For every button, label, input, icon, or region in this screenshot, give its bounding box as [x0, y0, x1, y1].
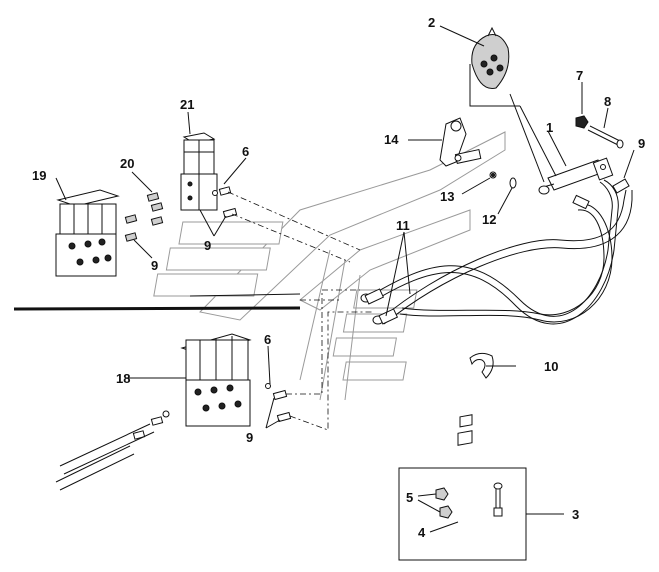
fittings-lower [132, 383, 292, 440]
pointer-lines-2 [469, 64, 557, 183]
grease-bag-2 [471, 26, 510, 89]
callout-18: 18 [116, 371, 130, 386]
callout-9-left: 9 [151, 258, 158, 273]
dashed-routing-lines [227, 191, 372, 431]
clip-10 [469, 352, 494, 379]
callout-labels: 1 2 3 4 5 6 6 7 8 9 9 9 9 10 11 12 13 14… [32, 15, 645, 540]
steel-tube [13, 293, 301, 311]
hydraulic-cylinder-1 [538, 157, 614, 195]
washers-12-13 [489, 171, 517, 189]
callout-9-lower: 9 [246, 430, 253, 445]
hoses-11 [360, 178, 633, 325]
pin-8 [587, 125, 624, 149]
pipes-lower-left [55, 423, 155, 491]
callout-5: 5 [406, 490, 413, 505]
valve-block-18 [180, 333, 252, 427]
callout-2: 2 [428, 15, 435, 30]
solenoid-valve-21 [180, 132, 218, 211]
callout-7: 7 [576, 68, 583, 83]
callout-10: 10 [544, 359, 558, 374]
callout-8: 8 [604, 94, 611, 109]
callout-4: 4 [418, 525, 426, 540]
bracket-14 [439, 117, 482, 167]
nut-7 [575, 115, 589, 129]
callout-19: 19 [32, 168, 46, 183]
callout-3: 3 [572, 507, 579, 522]
callout-13: 13 [440, 189, 454, 204]
callout-6-lower: 6 [264, 332, 271, 347]
fittings-20 [124, 192, 164, 242]
fittings-upper [212, 186, 238, 219]
callout-6-upper: 6 [242, 144, 249, 159]
callout-20: 20 [120, 156, 134, 171]
callout-14: 14 [384, 132, 399, 147]
callout-1: 1 [546, 120, 553, 135]
valve-block-19 [55, 189, 120, 277]
callout-12: 12 [482, 212, 496, 227]
callout-9-right: 9 [638, 136, 645, 151]
callout-11: 11 [396, 218, 410, 233]
leader-lines [55, 25, 635, 533]
callout-21: 21 [180, 97, 194, 112]
callout-9-upper: 9 [204, 238, 211, 253]
